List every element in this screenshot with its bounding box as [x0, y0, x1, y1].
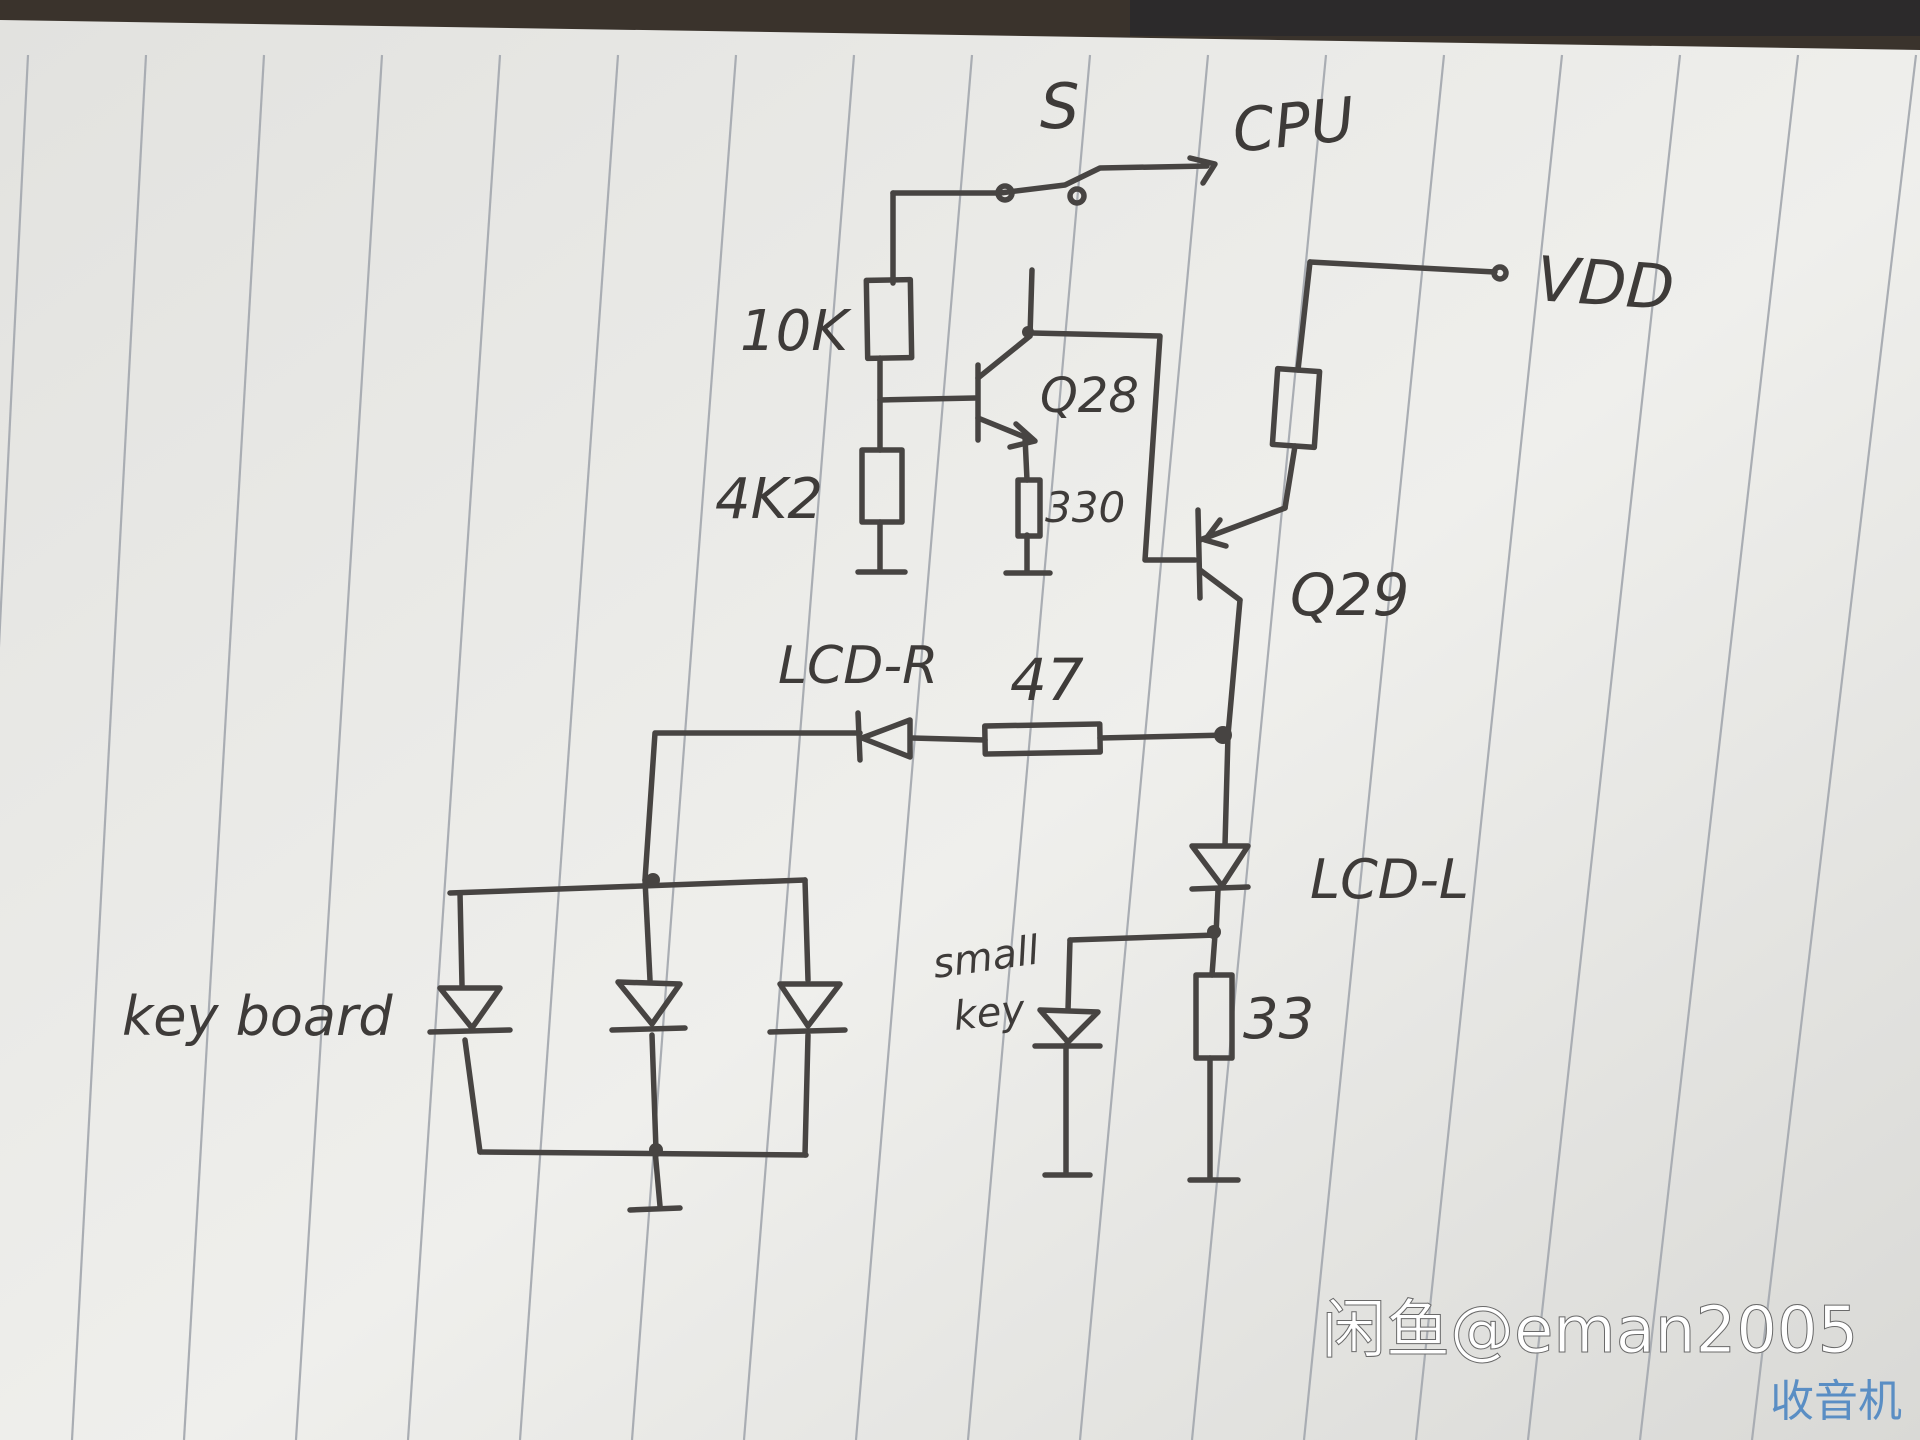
diode-lcd-r	[855, 710, 913, 763]
label-key: key	[951, 987, 1028, 1040]
ground-keyboard	[627, 1205, 683, 1213]
wire-small-key-top	[1065, 937, 1073, 1013]
paper-rule-line	[742, 54, 856, 1440]
ruler-edge	[1130, 0, 1920, 36]
q29-base-bar	[1195, 507, 1203, 601]
paper-rule-line	[0, 54, 30, 648]
paper-rule-line	[182, 54, 266, 1440]
q29-emitter	[1197, 505, 1288, 543]
label-330: 330	[1045, 483, 1125, 532]
resistor-33	[1193, 972, 1235, 1061]
wire-node-to-47	[1097, 732, 1231, 741]
resistor-330	[1015, 477, 1043, 539]
watermark-text: 闲鱼@eman2005	[1322, 1294, 1858, 1368]
resistor-vdd	[1269, 365, 1323, 451]
paper-rule-line	[406, 54, 502, 1440]
label-47: 47	[1010, 646, 1084, 714]
diode-lcd-l	[1189, 843, 1251, 892]
diode-keyboard-1	[427, 985, 513, 1035]
wire-q29-to-node	[1225, 597, 1243, 738]
paper-rule-line	[1078, 54, 1210, 1440]
wire-node-to-lcdl	[1222, 732, 1231, 848]
kb-branch-1-top	[457, 890, 465, 988]
wire-to-small-key	[1067, 932, 1219, 943]
kb-branch-2-top	[642, 877, 653, 983]
q28-collector-up	[1027, 267, 1035, 339]
q29-collector	[1197, 567, 1243, 603]
diode-small-key	[1032, 1007, 1103, 1049]
logo-text: 收音机	[1770, 1376, 1902, 1427]
label-4k2: 4K2	[715, 467, 823, 532]
label-cpu: CPU	[1229, 85, 1358, 167]
paper-rule-line	[966, 54, 1092, 1440]
label-q28: Q28	[1040, 368, 1139, 424]
vdd-terminal	[1491, 264, 1509, 282]
paper-rule-line	[1750, 54, 1918, 1440]
label-keyboard: key board	[122, 985, 393, 1048]
kb-branch-3-top	[802, 877, 811, 983]
resistor-4k2	[859, 447, 905, 525]
kb-branch-1-bottom	[462, 1037, 483, 1155]
label-33: 33	[1243, 987, 1314, 1052]
paper-rule-line	[518, 54, 620, 1440]
paper-rule-line	[1190, 54, 1328, 1440]
label-10k: 10K	[740, 299, 852, 364]
label-lcd-r: LCD-R	[778, 636, 938, 696]
notebook-paper	[0, 20, 1920, 1440]
junction-dots	[646, 326, 1232, 1157]
paper-rule-line	[854, 54, 974, 1440]
wire-to-vdd	[1307, 259, 1498, 275]
wire-q29-emitter-up	[1282, 443, 1298, 511]
switch-s	[995, 183, 1087, 206]
paper-rule-line	[1638, 54, 1800, 1440]
wire-kb-ground	[652, 1147, 663, 1209]
paper-rule-line	[1414, 54, 1564, 1440]
paper-rule-line	[70, 54, 148, 1440]
circuit-wires	[447, 155, 1509, 1213]
paper-rule-line	[1302, 54, 1446, 1440]
paper-rule-line	[294, 54, 384, 1440]
label-switch-s: S	[1040, 70, 1079, 143]
q28-emitter-arrow	[1007, 421, 1038, 450]
wire-emitter-330	[1022, 434, 1030, 483]
paper-rule-lines	[0, 54, 1918, 1440]
label-q29: Q29	[1290, 561, 1409, 629]
q29-emitter-arrow	[1202, 517, 1229, 549]
resistors	[859, 276, 1323, 1061]
label-lcd-l: LCD-L	[1310, 848, 1469, 911]
keyboard-top-bus	[447, 877, 808, 896]
switch-cpu-wire	[890, 163, 1210, 196]
resistor-10k	[863, 276, 915, 362]
kb-branch-3-bottom	[802, 1032, 811, 1158]
q28-collector	[975, 333, 1033, 381]
paper-rule-line	[1526, 54, 1682, 1440]
diode-keyboard-3	[767, 981, 848, 1035]
wire-q28-base	[877, 395, 978, 403]
kb-branch-2-bottom	[649, 1032, 659, 1153]
keyboard-bottom-bus	[477, 1149, 809, 1158]
diodes	[427, 710, 1251, 1049]
wire-lcdr-to-keyboard	[642, 730, 863, 883]
label-vdd: VDD	[1534, 242, 1677, 324]
wire-47-to-lcdr	[909, 735, 988, 743]
resistor-47	[982, 721, 1103, 757]
cpu-arrow-head	[1187, 155, 1218, 186]
wire-node2-to-33	[1209, 932, 1218, 978]
wire-q28-to-q29	[1029, 330, 1198, 563]
diode-keyboard-2	[609, 979, 688, 1033]
wire-resistor-up	[1295, 259, 1313, 373]
